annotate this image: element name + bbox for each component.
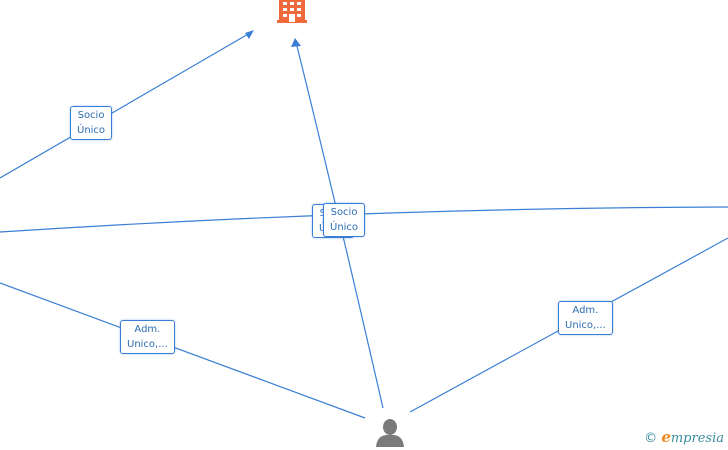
edge-label-line1: Socio (330, 207, 358, 218)
edge-left-to-company (0, 32, 251, 179)
edge-label-line2: Único (330, 222, 359, 233)
empresia-watermark: © empresia (644, 428, 724, 446)
edge-label-line2: Único (77, 125, 106, 136)
arrowhead-left-edge (245, 30, 254, 39)
edge-label-line1: Adm. (134, 324, 161, 335)
edge-label-line2: Unico,... (565, 320, 606, 331)
edge-label-adm-unico-right[interactable]: Adm. Unico,... (558, 301, 613, 335)
brand-name: mpresia (670, 431, 724, 446)
edge-label-line2: Unico,... (127, 339, 168, 350)
company-building-icon[interactable] (277, 0, 307, 23)
edge-label-socio-unico-front[interactable]: Socio Único (323, 203, 366, 237)
edge-left-to-person (0, 282, 366, 419)
edge-label-line1: Socio (77, 110, 105, 121)
edge-label-socio-unico[interactable]: Socio Único (70, 106, 113, 140)
edge-label-adm-unico-left[interactable]: Adm. Unico,... (120, 320, 175, 354)
brand-initial: e (661, 428, 671, 446)
copyright-symbol: © (644, 431, 658, 446)
edge-label-line1: Adm. (572, 305, 599, 316)
edge-left-to-right (0, 206, 728, 233)
person-icon[interactable] (376, 419, 404, 447)
arrowhead-person-edge (291, 38, 301, 47)
